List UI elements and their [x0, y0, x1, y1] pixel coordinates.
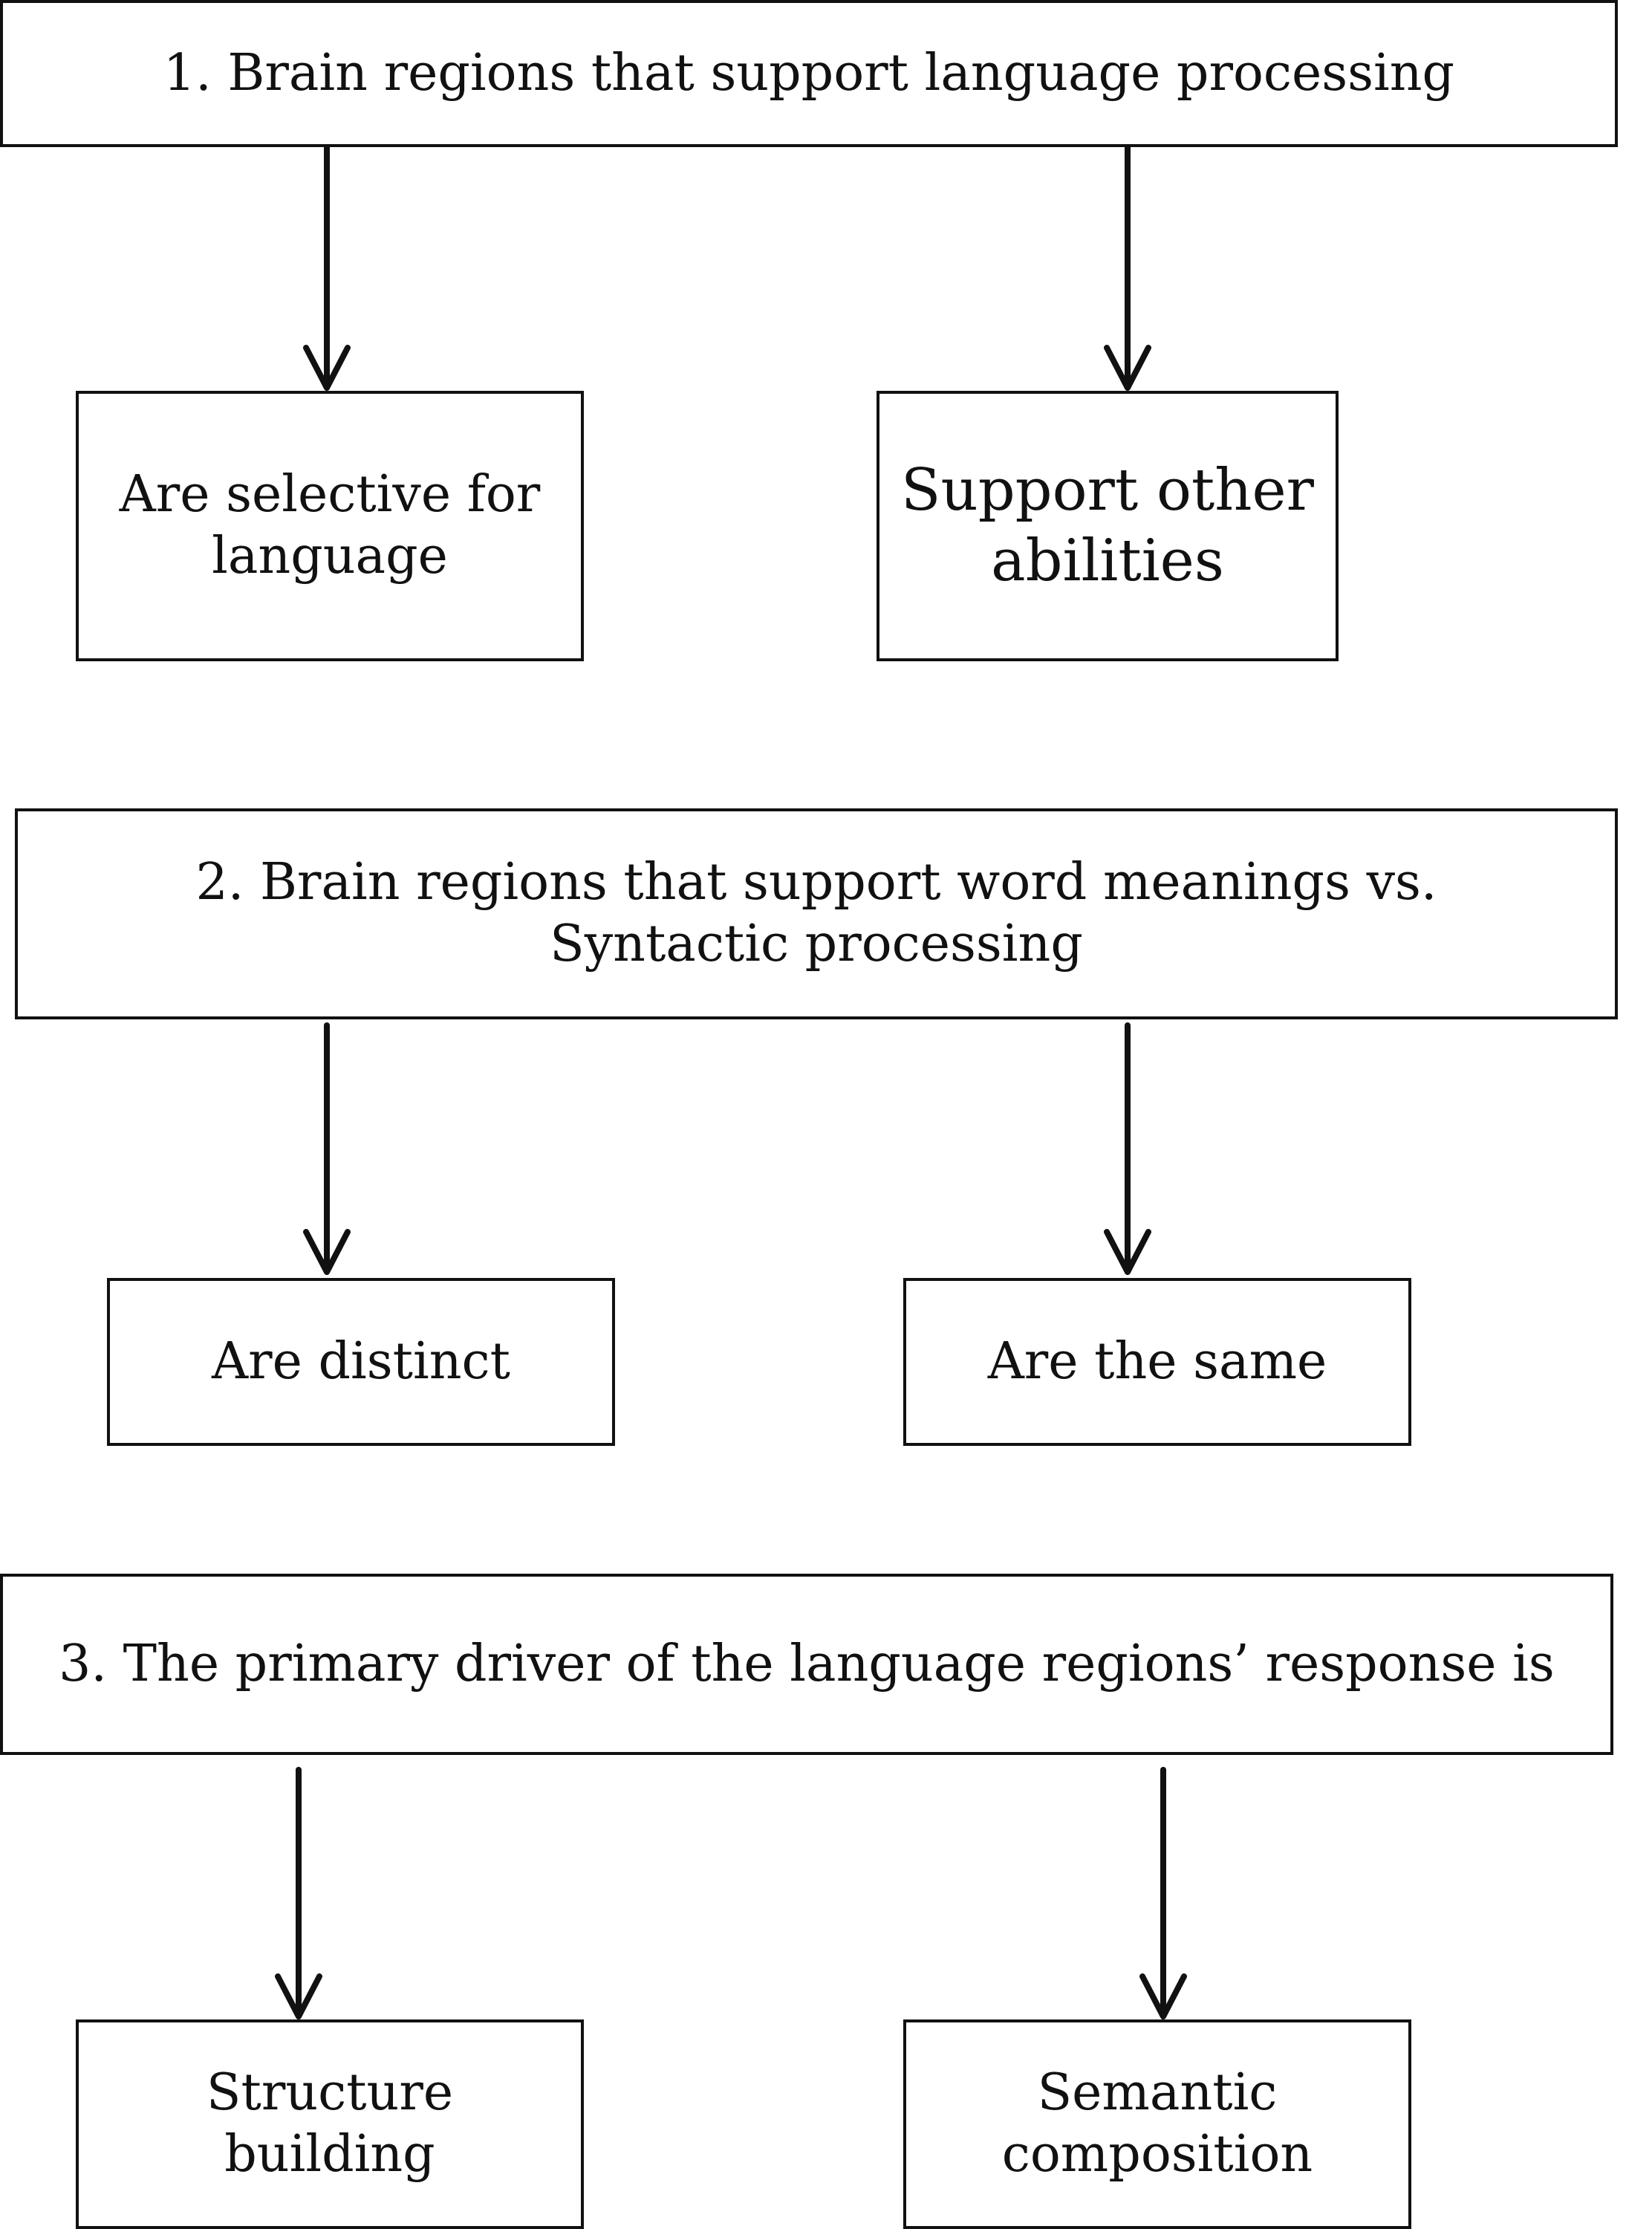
question-1-title: 1. Brain regions that support language p…: [163, 43, 1455, 103]
question-1-option-1-box: Are selective for language: [76, 391, 584, 661]
arrow-q2-right: [1104, 1022, 1151, 1275]
question-3-option-2-label: Semantic composition: [1001, 2063, 1313, 2184]
question-2-title: 2. Brain regions that support word meani…: [195, 853, 1437, 973]
question-1-option-2-box: Support other abilities: [877, 391, 1339, 661]
question-3-option-2-box: Semantic composition: [903, 2019, 1411, 2229]
arrow-q1-right: [1104, 140, 1151, 391]
question-2-box: 2. Brain regions that support word meani…: [15, 808, 1618, 1019]
question-1-option-1-label: Are selective for language: [119, 465, 541, 585]
question-3-option-1-box: Structure building: [76, 2019, 584, 2229]
question-1-option-2-label: Support other abilities: [901, 456, 1314, 594]
question-3-title: 3. The primary driver of the language re…: [59, 1634, 1555, 1693]
arrow-q3-right: [1139, 1767, 1187, 2019]
question-1-box: 1. Brain regions that support language p…: [0, 0, 1618, 147]
question-2-option-1-box: Are distinct: [107, 1278, 615, 1446]
question-3-box: 3. The primary driver of the language re…: [0, 1574, 1613, 1755]
arrow-q3-left: [275, 1767, 322, 2019]
question-3-option-1-label: Structure building: [206, 2063, 454, 2184]
question-2-option-2-box: Are the same: [903, 1278, 1411, 1446]
arrow-q2-left: [303, 1022, 351, 1275]
question-2-option-2-label: Are the same: [987, 1331, 1327, 1391]
arrow-q1-left: [303, 140, 351, 391]
question-2-option-1-label: Are distinct: [212, 1331, 510, 1391]
